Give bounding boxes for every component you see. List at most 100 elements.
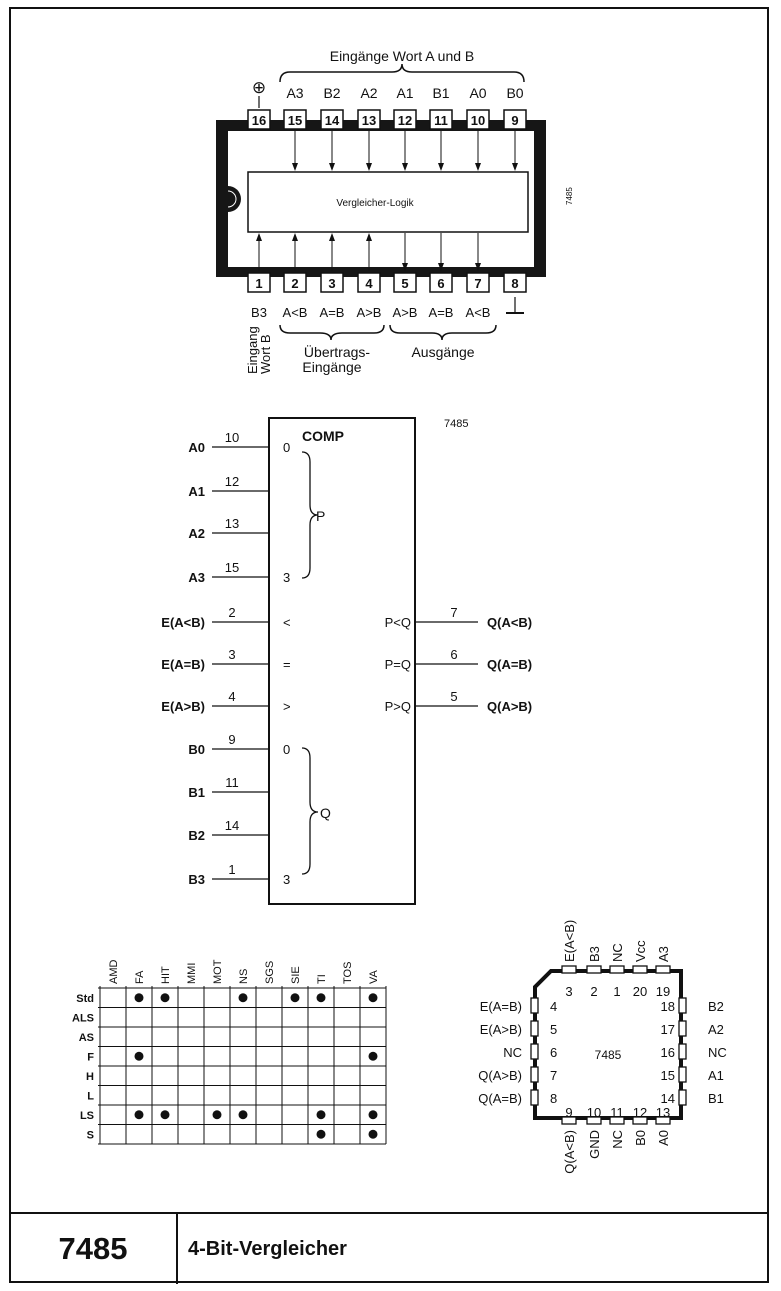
dip-pin-label: A>B: [393, 305, 418, 320]
plcc-pin-pad: [609, 1116, 625, 1125]
dip-pin-bottom-7: [466, 272, 490, 293]
dip-arrow-down: [402, 263, 408, 271]
logic-input-name: A3: [188, 570, 205, 585]
logic-input-pin: 12: [225, 474, 239, 489]
availability-dot: [368, 1110, 378, 1120]
logic-input-qualifier: 0: [283, 440, 290, 455]
plcc-top-name: B3: [587, 946, 602, 962]
matrix-manufacturer: FA: [134, 970, 146, 984]
logic-input-name: A0: [188, 440, 205, 455]
logic-input-pin: 14: [225, 818, 239, 833]
dip-pin-label: B3: [251, 305, 267, 320]
dip-pin-top-16: [247, 109, 271, 130]
logic-input-pin: 13: [225, 516, 239, 531]
dip-pin-number: 10: [471, 113, 485, 128]
logic-input-name: E(A<B): [161, 615, 205, 630]
plcc-left-name: Q(A>B): [478, 1068, 522, 1083]
dip-pinout: Eingänge Wort A und B ⊕ Vergleicher-Logi…: [216, 48, 574, 375]
dip-pin-number: 15: [288, 113, 302, 128]
dip-pin-top-10: [466, 109, 490, 130]
dip-pin-number: 4: [365, 276, 373, 291]
logic-input-name: B2: [188, 828, 205, 843]
footer-title: 4-Bit-Vergleicher: [188, 1237, 347, 1260]
availability-dot: [134, 1051, 144, 1061]
logic-chip-id: 7485: [444, 418, 468, 430]
dip-pin-number: 3: [328, 276, 335, 291]
dip-pin-label: A=B: [320, 305, 345, 320]
plcc-pin-number: 18: [661, 999, 675, 1014]
plcc-right-name: A1: [708, 1068, 724, 1083]
plcc-pinout: 7485 E(A<B)3B32NC1Vcc20A3194E(A=B)5E(A>B…: [478, 920, 727, 1174]
matrix-manufacturer: MMI: [186, 963, 198, 984]
dip-pin-number: 2: [291, 276, 298, 291]
dip-pin-top-13: [357, 109, 381, 130]
p-group-brace: [301, 451, 319, 579]
logic-output-qualifier: P<Q: [385, 615, 411, 630]
input-group-brace: [279, 63, 525, 83]
carry-inputs-caption-1: Übertrags-: [304, 343, 370, 360]
plcc-right-name: NC: [708, 1045, 727, 1060]
dip-pin-label: B0: [506, 85, 523, 101]
plcc-pin-pad: [609, 965, 625, 974]
logic-output-name: Q(A=B): [487, 657, 532, 672]
dip-arrow-down: [402, 163, 408, 171]
plcc-left-name: E(A>B): [480, 1022, 522, 1037]
footer-bar: 7485 4-Bit-Vergleicher: [10, 1212, 768, 1284]
availability-dot: [134, 1110, 144, 1120]
plcc-pin-pad: [530, 1043, 539, 1060]
logic-input-pin: 4: [228, 689, 235, 704]
plcc-left-name: NC: [503, 1045, 522, 1060]
dip-pin-number: 16: [252, 113, 266, 128]
matrix-family: AS: [79, 1032, 94, 1044]
pin1-caption-line2: Wort B: [258, 335, 273, 375]
plcc-pin-number: 13: [656, 1105, 670, 1120]
dip-arrow-down: [292, 163, 298, 171]
plcc-top-name: NC: [610, 943, 625, 962]
logic-input-pin: 11: [225, 775, 239, 790]
plcc-pin-pad: [678, 1043, 687, 1060]
availability-dot: [316, 1129, 326, 1139]
logic-input-qualifier: >: [283, 699, 291, 714]
logic-input-qualifier: =: [283, 657, 291, 672]
dip-arrow-down: [512, 163, 518, 171]
plcc-pin-pad: [678, 1066, 687, 1083]
q-group-brace: [301, 747, 319, 875]
dip-pin-label: B2: [323, 85, 340, 101]
logic-input-name: E(A>B): [161, 699, 205, 714]
plcc-pin-number: 17: [661, 1022, 675, 1037]
plcc-pin-number: 1: [613, 984, 620, 999]
carry-inputs-caption-2: Eingänge: [302, 359, 361, 375]
matrix-manufacturer: HIT: [160, 966, 172, 984]
dip-pin-top-12: [393, 109, 417, 130]
availability-dot: [316, 993, 326, 1003]
dip-arrow-up: [366, 233, 372, 241]
availability-dot: [160, 1110, 170, 1120]
plcc-pin-pad: [586, 1116, 602, 1125]
logic-input-pin: 10: [225, 430, 239, 445]
dip-pin-number: 12: [398, 113, 412, 128]
page-border: [9, 7, 769, 1283]
plcc-pin-number: 15: [661, 1068, 675, 1083]
q-group-label: Q: [320, 805, 331, 821]
plcc-pin-pad: [530, 1089, 539, 1106]
plcc-right-name: B2: [708, 999, 724, 1014]
availability-dot: [368, 1051, 378, 1061]
matrix-manufacturer: SGS: [264, 961, 276, 984]
carry-inputs-brace: [279, 324, 385, 341]
dip-pin-label: A2: [360, 85, 377, 101]
dip-arrow-down: [438, 163, 444, 171]
footer-part-number: 7485: [10, 1214, 178, 1284]
plcc-left-name: E(A=B): [480, 999, 522, 1014]
dip-pin-top-15: [283, 109, 307, 130]
power-symbol: ⊕: [252, 78, 266, 97]
logic-output-qualifier: P=Q: [385, 657, 411, 672]
logic-output-name: Q(A<B): [487, 615, 532, 630]
dip-arrow-up: [329, 233, 335, 241]
plcc-pin-number: 4: [550, 999, 557, 1014]
dip-arrow-up: [292, 233, 298, 241]
plcc-right-name: A2: [708, 1022, 724, 1037]
p-group-label: P: [316, 508, 325, 524]
plcc-pin-number: 9: [565, 1105, 572, 1120]
dip-pin-top-11: [429, 109, 453, 130]
logic-input-name: A2: [188, 526, 205, 541]
